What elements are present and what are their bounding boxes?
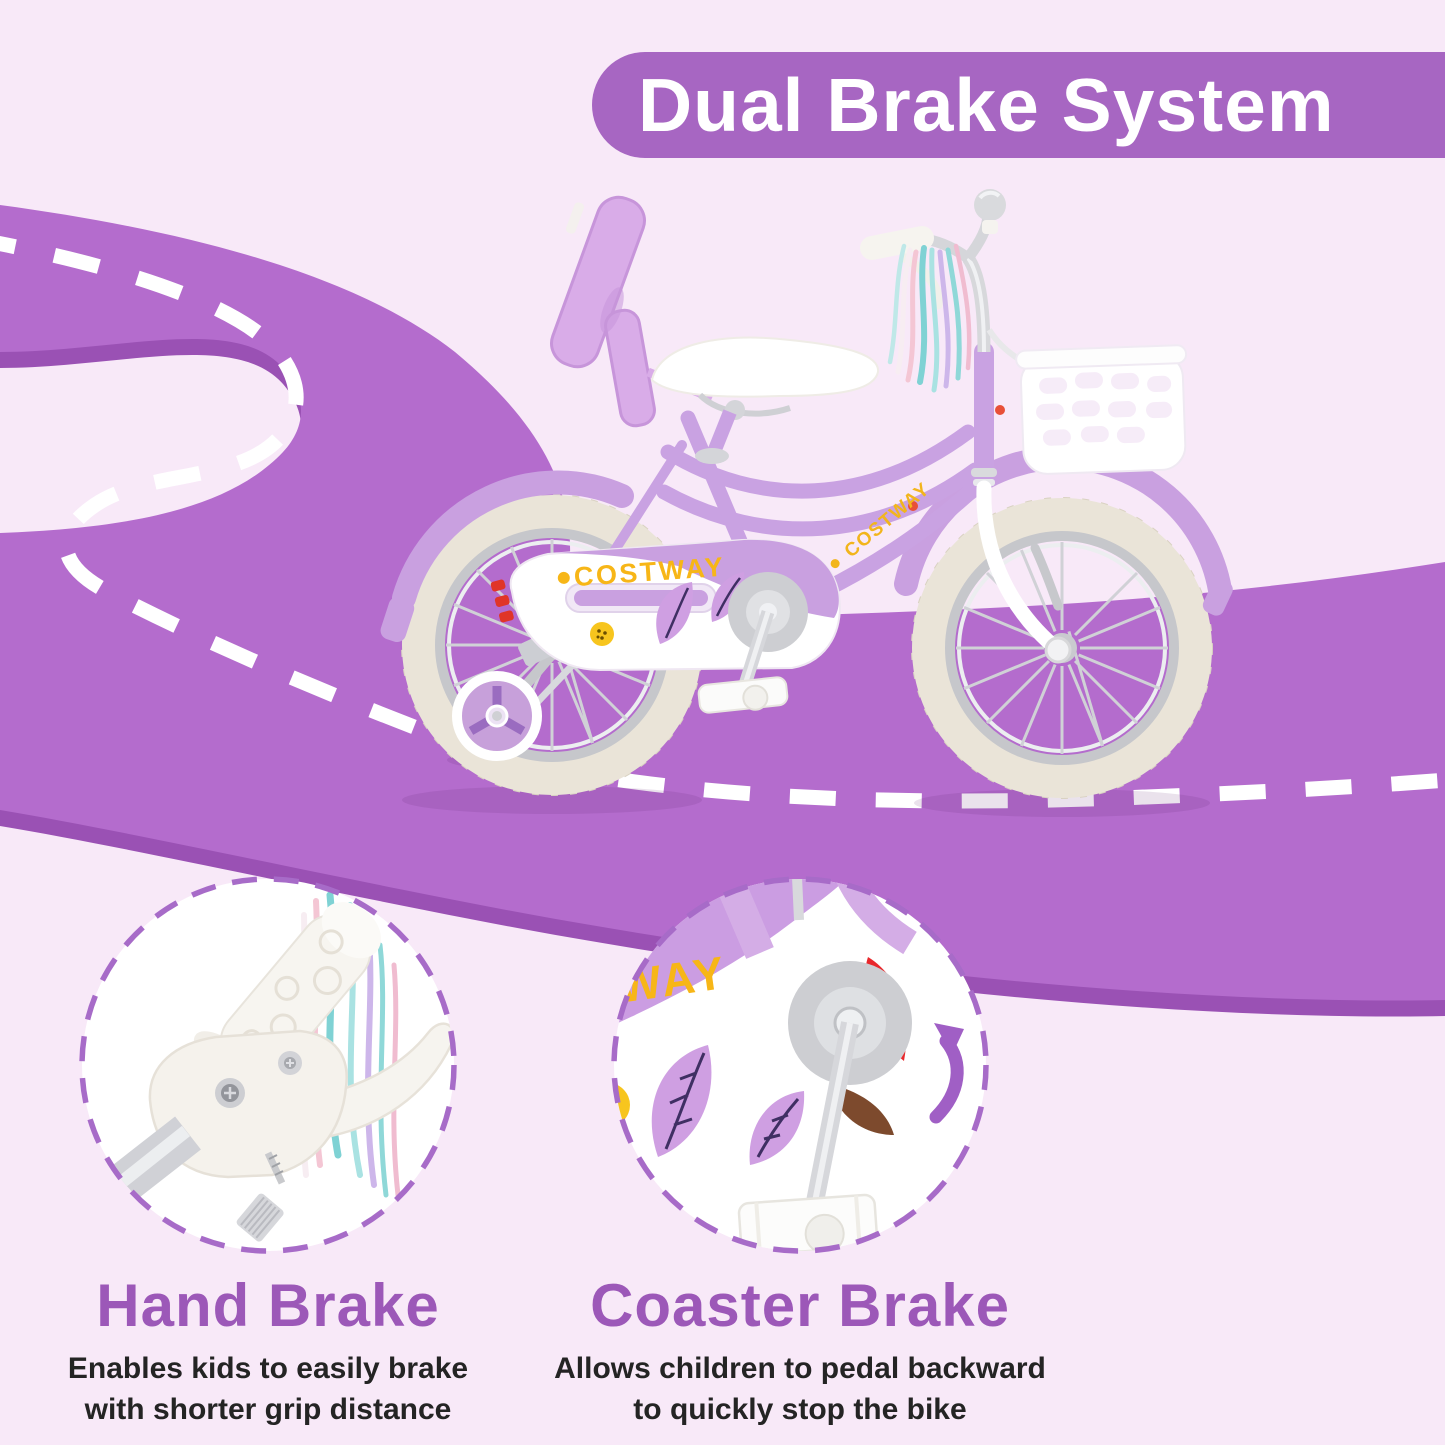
frame-tube-closeup	[704, 879, 774, 959]
feature-description: Enables kids to easily brake with shorte…	[67, 1352, 469, 1426]
bell-highlight	[978, 190, 1001, 200]
frame-tube-closeup2	[827, 879, 917, 955]
seatpost-rod	[791, 879, 804, 921]
training-wheel	[452, 671, 542, 761]
frame-sticker-dot	[995, 405, 1005, 415]
saddle	[650, 336, 880, 398]
feature-title: Hand Brake	[96, 1272, 440, 1339]
front-axle	[1044, 636, 1072, 664]
feature-title: Coaster Brake	[590, 1272, 1010, 1339]
stem-highlight	[966, 256, 986, 353]
front-fender-tip	[1202, 578, 1233, 616]
pivot-screw	[278, 1051, 302, 1075]
brown-crescent-art	[840, 1089, 894, 1135]
leaf-art	[651, 1045, 805, 1165]
coaster-brake-feature: Coaster Brake Allows children to pedal b…	[552, 1270, 1048, 1430]
clamp-screw	[215, 1078, 245, 1108]
backward-rotation-arrow	[929, 1023, 964, 1124]
pedal	[697, 676, 789, 714]
rear-reflector	[490, 579, 514, 623]
headset-ring	[971, 468, 997, 477]
front-caliper	[1030, 543, 1063, 611]
page-title: Dual Brake System	[638, 63, 1335, 147]
crank-hub-closeup	[788, 961, 912, 1219]
title-banner: Dual Brake System	[592, 52, 1445, 158]
seat-collar	[695, 448, 729, 464]
frame-sticker-dot2	[908, 501, 918, 511]
seat-post	[707, 409, 737, 455]
callout-border	[79, 876, 457, 1254]
bell-mount	[982, 220, 998, 234]
coaster-brake-callout: WAY	[611, 876, 989, 1254]
rear-fender	[392, 470, 634, 610]
rear-fender-flap	[380, 596, 415, 643]
handlebar-streamers	[887, 243, 972, 393]
road-centerline	[0, 236, 1445, 809]
crank-assembly	[697, 572, 808, 714]
hand-brake-feature: Hand Brake Enables kids to easily brake …	[20, 1270, 516, 1430]
hand-brake-callout	[79, 876, 457, 1254]
feature-description: Allows children to pedal backward to qui…	[554, 1352, 1046, 1426]
gold-bolt	[656, 906, 664, 914]
guard-flower-icon	[590, 622, 614, 646]
adjuster-screw	[264, 1151, 286, 1185]
handlebar-grip	[860, 226, 934, 260]
saddle-rails	[697, 392, 791, 417]
guard-leaf-icon	[656, 572, 745, 644]
rear-wheel-shadow	[402, 786, 702, 814]
callout-border	[611, 876, 989, 1254]
fork	[976, 480, 1066, 658]
front-wheel-shadow	[914, 789, 1210, 817]
cable-knurl	[236, 1193, 284, 1242]
pedal-closeup	[737, 1193, 879, 1251]
front-basket	[986, 328, 1188, 475]
